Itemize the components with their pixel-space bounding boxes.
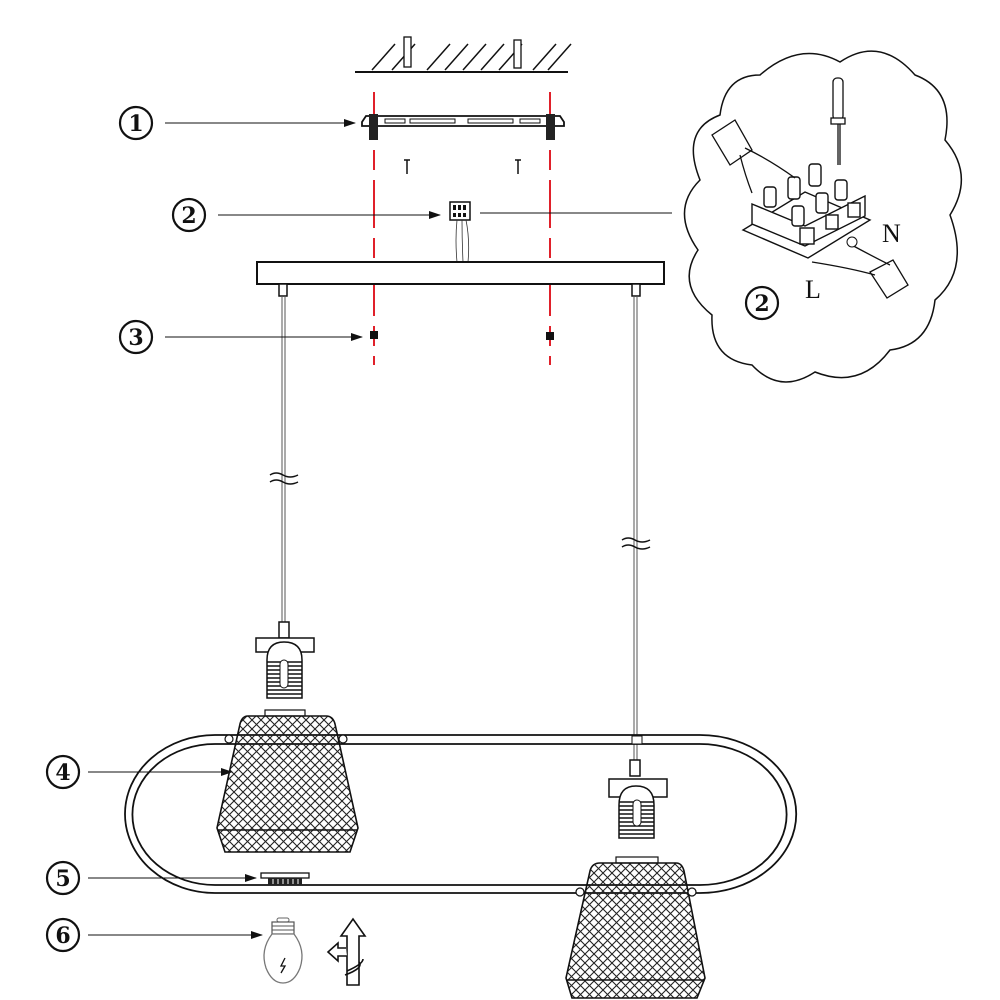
callout-2: 2 <box>171 197 207 233</box>
ceiling-canopy <box>256 261 665 297</box>
earth-icon <box>846 236 858 248</box>
cable-clamp <box>631 735 643 745</box>
svg-text:3: 3 <box>128 325 143 351</box>
mesh-shade-left <box>216 709 359 853</box>
detail-callout-number: 2 <box>754 291 769 317</box>
screwdriver-icon <box>830 77 846 165</box>
callout-4: 4 <box>45 754 81 790</box>
svg-text:4: 4 <box>55 760 70 786</box>
terminal-screw <box>763 163 848 227</box>
mesh-shade-right <box>565 856 706 999</box>
terminal-block-detail <box>741 163 872 259</box>
callout-3: 3 <box>118 319 154 355</box>
svg-text:5: 5 <box>55 866 70 892</box>
ceiling <box>355 36 572 73</box>
svg-text:6: 6 <box>55 923 70 949</box>
terminal-block <box>449 201 471 263</box>
callout-6: 6 <box>45 917 81 953</box>
suspension-cables <box>281 296 638 760</box>
screw-in-rotation-icon <box>326 917 367 986</box>
fixing-screws <box>370 331 554 340</box>
oval-ring-frame <box>124 734 798 894</box>
live-label: L <box>805 275 821 304</box>
mounting-bracket <box>361 114 565 174</box>
svg-text:1: 1 <box>128 111 143 137</box>
light-bulb-icon <box>263 917 303 984</box>
lamp-holder-right <box>608 759 668 839</box>
leader-lines <box>88 119 672 939</box>
screw-icon <box>404 159 521 174</box>
lamp-holder-left <box>255 621 315 699</box>
neutral-label: N <box>882 219 901 248</box>
wall-plug-icon <box>403 36 522 69</box>
shade-ring <box>260 872 310 885</box>
cable-break-symbol <box>269 472 651 550</box>
callout-5: 5 <box>45 860 81 896</box>
wiring-detail-cloud: N L 2 <box>683 50 962 383</box>
svg-text:2: 2 <box>181 203 196 229</box>
callout-1: 1 <box>118 105 154 141</box>
